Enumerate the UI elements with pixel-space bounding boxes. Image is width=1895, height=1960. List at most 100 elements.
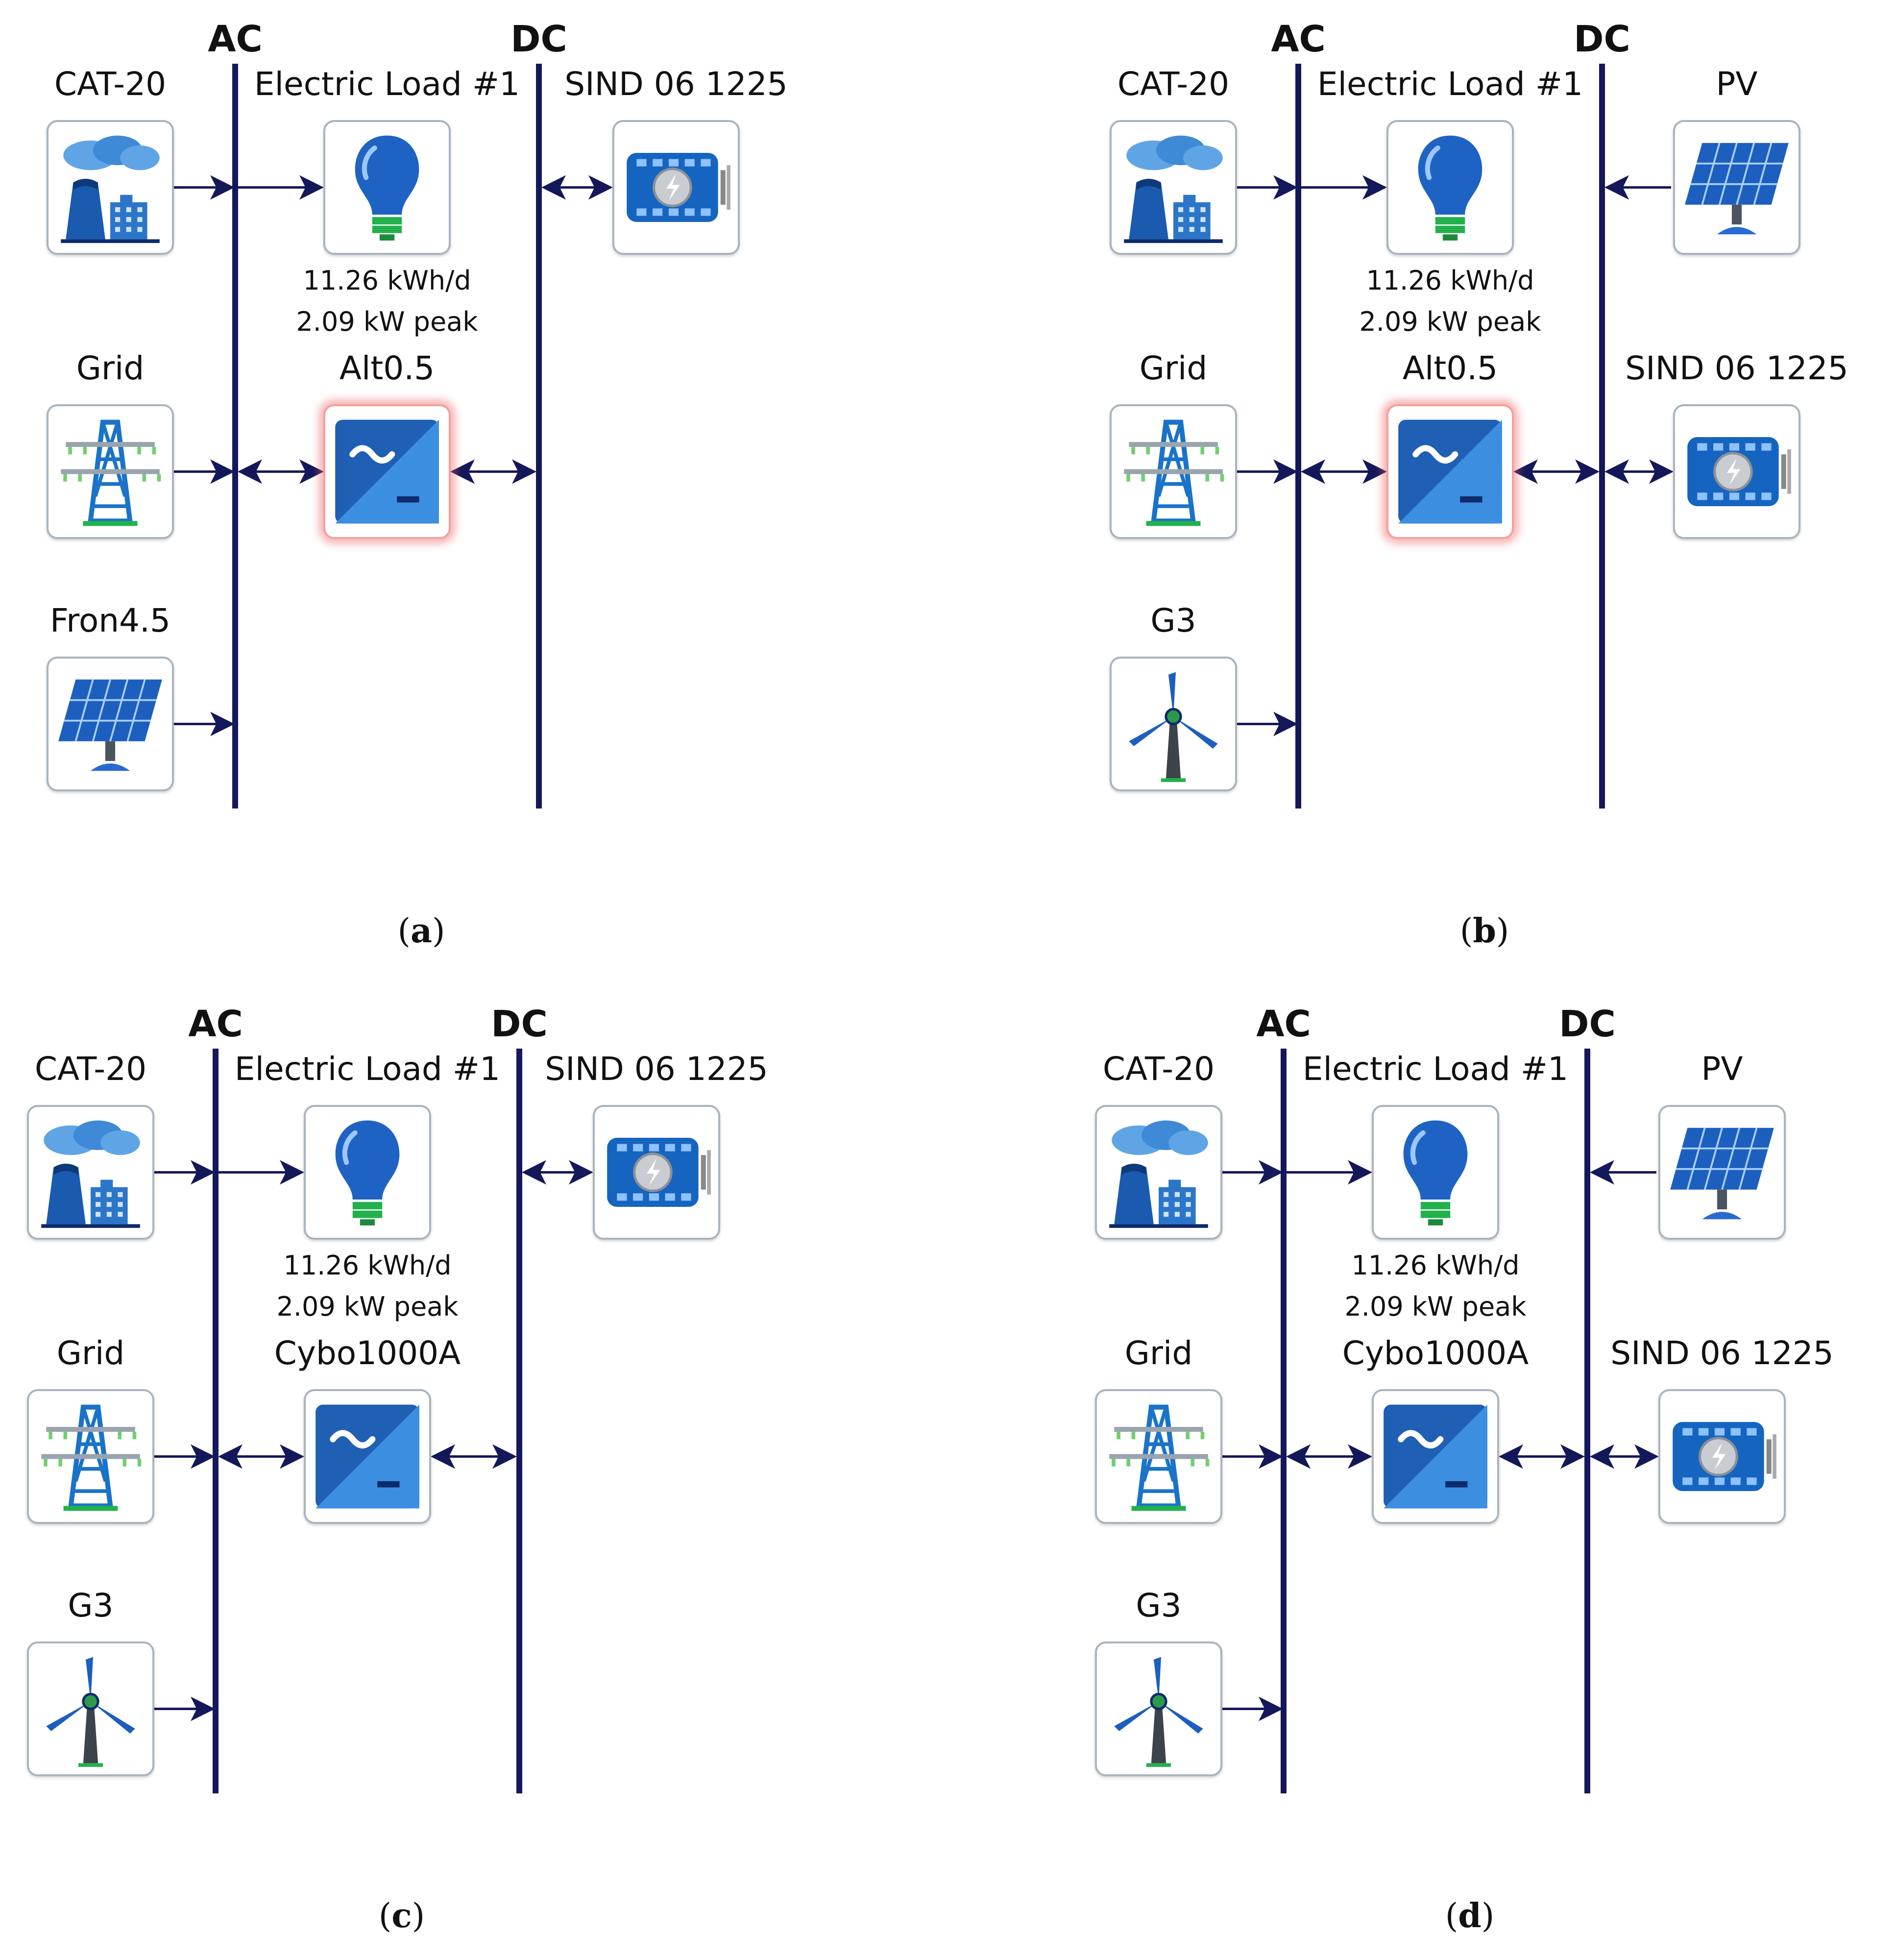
component-pv[interactable] (1673, 120, 1800, 255)
wiring-layer (1237, 64, 1674, 808)
solar-panel-icon (1685, 143, 1789, 235)
ac-bus-label: AC (1256, 1003, 1311, 1045)
component-label-grid: Grid (1124, 1334, 1193, 1372)
transmission-tower-icon (41, 1404, 142, 1511)
component-sind-06-1225[interactable] (1673, 404, 1800, 539)
transmission-tower-icon (61, 419, 161, 526)
load-energy: 11.26 kWh/d (283, 1250, 452, 1281)
load-peak: 2.09 kW peak (1359, 306, 1541, 337)
component-sind-06-1225[interactable] (612, 120, 740, 255)
component-label-sind-06-1225: SIND 06 1225 (545, 1050, 768, 1088)
converter-icon (1398, 419, 1502, 524)
component-electric-load-1[interactable] (1372, 1105, 1499, 1240)
component-label-sind-06-1225: SIND 06 1225 (564, 65, 788, 103)
component-alt0-5[interactable] (323, 404, 451, 539)
battery-icon (627, 152, 730, 222)
component-label-g3: G3 (1136, 1587, 1182, 1624)
component-label-electric-load-1: Electric Load #1 (1317, 65, 1583, 103)
wind-turbine-icon (1129, 672, 1218, 782)
wind-turbine-icon (1114, 1657, 1203, 1767)
component-grid[interactable] (1110, 404, 1237, 539)
light-bulb-icon (1403, 1120, 1468, 1225)
component-label-electric-load-1: Electric Load #1 (1302, 1050, 1569, 1088)
component-label-g3: G3 (68, 1587, 114, 1624)
converter-icon (1384, 1404, 1487, 1509)
transmission-tower-icon (1124, 419, 1224, 526)
power-plant-icon (61, 135, 160, 243)
component-label-grid: Grid (76, 349, 145, 387)
component-cybo1000a[interactable] (304, 1389, 431, 1524)
dc-bus-label: DC (1574, 18, 1630, 60)
component-g3[interactable] (1095, 1642, 1222, 1776)
component-electric-load-1[interactable] (304, 1105, 431, 1240)
panel-b: AC DC CAT-20 Electric Load #1 PV Grid Alt0.5 SI… (1063, 0, 1895, 975)
panel-caption-c: (c) (378, 1896, 425, 1936)
battery-icon (607, 1137, 711, 1207)
wiring-layer (1222, 1049, 1659, 1793)
component-cat-20[interactable] (27, 1105, 154, 1240)
component-g3[interactable] (1110, 657, 1237, 791)
battery-icon (1687, 437, 1791, 507)
component-cat-20[interactable] (1110, 120, 1237, 255)
component-label-cat-20: CAT-20 (1102, 1050, 1215, 1088)
power-plant-icon (1109, 1120, 1208, 1228)
light-bulb-icon (1418, 135, 1482, 241)
component-label-cybo1000a: Cybo1000A (274, 1334, 461, 1372)
component-label-pv: PV (1716, 65, 1758, 103)
component-cat-20[interactable] (47, 120, 174, 255)
light-bulb-icon (335, 1120, 400, 1225)
power-plant-icon (41, 1120, 140, 1228)
dc-bus-label: DC (510, 18, 567, 60)
converter-icon (335, 419, 439, 524)
load-peak: 2.09 kW peak (276, 1291, 459, 1322)
component-grid[interactable] (47, 404, 174, 539)
wiring-layer (154, 1049, 593, 1793)
component-label-grid: Grid (1139, 349, 1208, 387)
ac-bus-label: AC (208, 18, 263, 60)
component-label-cybo1000a: Cybo1000A (1342, 1334, 1529, 1372)
component-label-g3: G3 (1150, 602, 1196, 639)
component-grid[interactable] (1095, 1389, 1222, 1524)
component-cybo1000a[interactable] (1372, 1389, 1499, 1524)
component-sind-06-1225[interactable] (593, 1105, 720, 1240)
component-label-grid: Grid (56, 1334, 125, 1372)
converter-icon (316, 1404, 419, 1509)
battery-icon (1673, 1421, 1776, 1492)
component-label-sind-06-1225: SIND 06 1225 (1625, 349, 1848, 387)
component-electric-load-1[interactable] (323, 120, 451, 255)
panel-caption-b: (b) (1459, 911, 1509, 951)
panel-caption-letter: d (1458, 1896, 1482, 1936)
component-grid[interactable] (27, 1389, 154, 1524)
component-fron4-5[interactable] (47, 657, 174, 791)
component-sind-06-1225[interactable] (1658, 1389, 1786, 1524)
panel-caption-letter: b (1473, 911, 1496, 951)
dc-bus-label: DC (491, 1003, 548, 1045)
component-label-cat-20: CAT-20 (1117, 65, 1230, 103)
load-peak: 2.09 kW peak (296, 306, 478, 337)
component-cat-20[interactable] (1095, 1105, 1222, 1240)
dc-bus-label: DC (1559, 1003, 1616, 1045)
load-energy: 11.26 kWh/d (303, 265, 471, 296)
component-label-alt0-5: Alt0.5 (1402, 349, 1498, 387)
panel-caption-letter: c (391, 1896, 412, 1936)
component-label-sind-06-1225: SIND 06 1225 (1610, 1334, 1834, 1372)
component-electric-load-1[interactable] (1386, 120, 1514, 255)
component-label-cat-20: CAT-20 (54, 65, 167, 103)
component-pv[interactable] (1658, 1105, 1786, 1240)
solar-panel-icon (58, 679, 162, 771)
component-g3[interactable] (27, 1642, 154, 1776)
ac-bus-label: AC (1271, 18, 1326, 60)
light-bulb-icon (355, 135, 419, 241)
component-label-pv: PV (1701, 1050, 1743, 1088)
component-label-alt0-5: Alt0.5 (339, 349, 435, 387)
panel-caption-a: (a) (397, 911, 445, 951)
component-alt0-5[interactable] (1386, 404, 1514, 539)
component-label-cat-20: CAT-20 (34, 1050, 147, 1088)
load-energy: 11.26 kWh/d (1366, 265, 1534, 296)
component-label-electric-load-1: Electric Load #1 (234, 1050, 501, 1088)
component-label-electric-load-1: Electric Load #1 (254, 65, 520, 103)
panel-caption-letter: a (410, 911, 433, 951)
